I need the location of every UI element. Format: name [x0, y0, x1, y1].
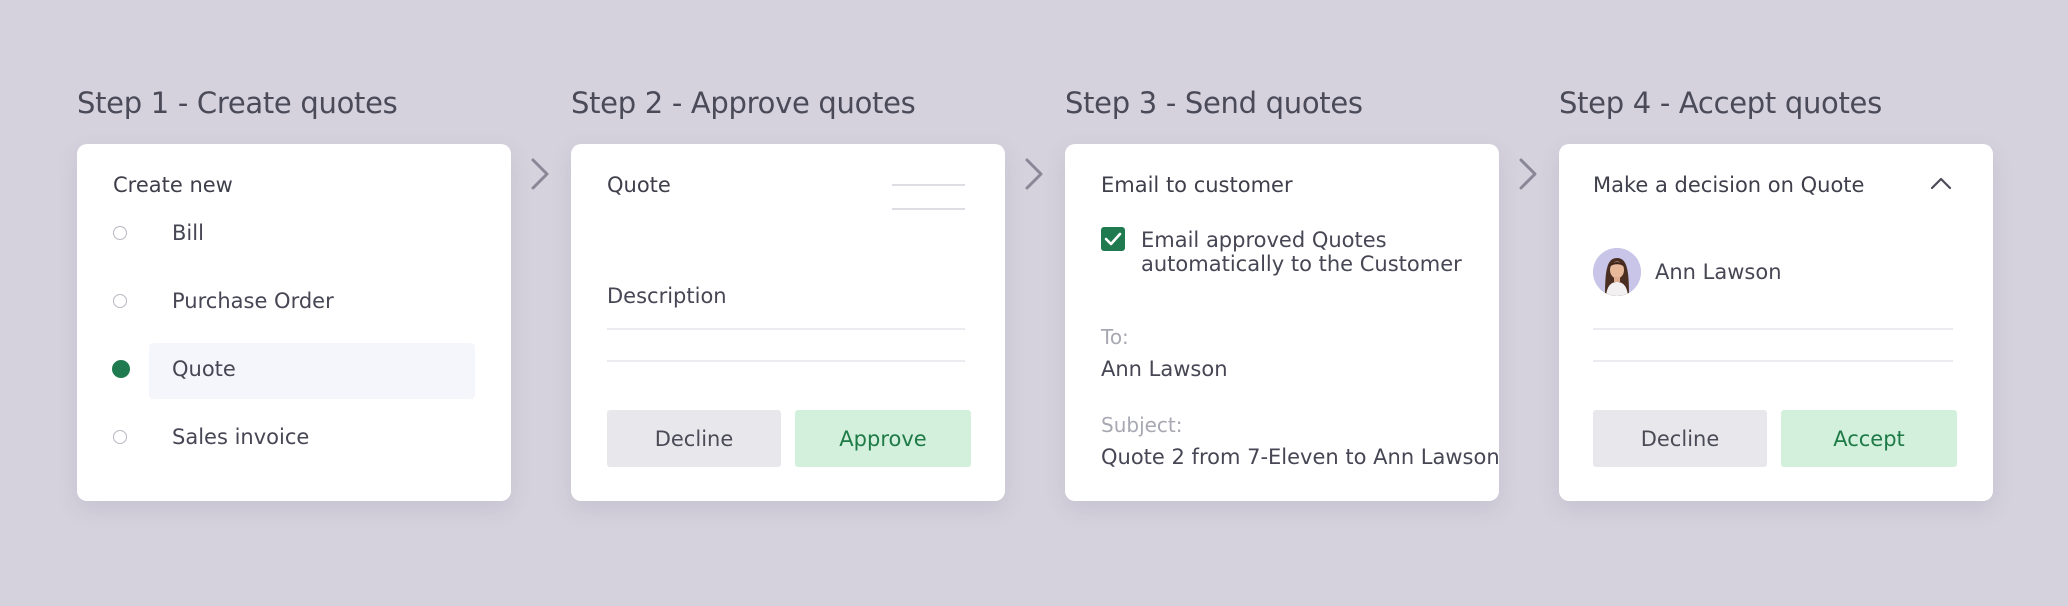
subject-value: Quote 2 from 7-Eleven to Ann Lawson — [1101, 445, 1500, 469]
quote-title: Quote — [607, 173, 671, 197]
auto-email-label: Email approved Quotes automatically to t… — [1141, 228, 1462, 276]
chevron-right-icon — [1019, 154, 1049, 194]
radio-button[interactable] — [113, 226, 127, 240]
send-quotes-card: Email to customer Email approved Quotes … — [1065, 144, 1500, 501]
decision-divider — [1593, 360, 1953, 362]
step-4-heading: Step 4 - Accept quotes — [1559, 86, 1882, 120]
person-name: Ann Lawson — [1655, 260, 1782, 284]
radio-option-quote[interactable]: Quote — [112, 343, 475, 399]
decision-title: Make a decision on Quote — [1593, 173, 1865, 197]
radio-label: Sales invoice — [172, 425, 310, 449]
radio-button[interactable] — [113, 430, 127, 444]
step-3-heading: Step 3 - Send quotes — [1065, 86, 1363, 120]
email-to-customer-title: Email to customer — [1101, 173, 1293, 197]
radio-label: Bill — [172, 221, 204, 245]
to-label: To: — [1101, 325, 1129, 349]
description-label: Description — [607, 284, 727, 308]
lines-icon — [892, 184, 965, 212]
accept-quotes-card: Make a decision on Quote Ann Lawson Decl… — [1559, 144, 1993, 501]
step-1-heading: Step 1 - Create quotes — [77, 86, 398, 120]
radio-option-purchase-order[interactable]: Purchase Order — [113, 275, 475, 331]
subject-label: Subject: — [1101, 413, 1183, 437]
decline-button[interactable]: Decline — [1593, 410, 1767, 467]
chevron-right-icon — [1513, 154, 1543, 194]
selected-row-highlight — [149, 343, 475, 399]
avatar — [1593, 248, 1641, 296]
create-new-title: Create new — [113, 173, 233, 197]
to-value: Ann Lawson — [1101, 357, 1228, 381]
radio-option-sales-invoice[interactable]: Sales invoice — [113, 411, 475, 467]
chevron-up-icon[interactable] — [1929, 174, 1953, 192]
auto-email-checkbox[interactable] — [1101, 227, 1125, 251]
accept-button[interactable]: Accept — [1781, 410, 1957, 467]
step-2-heading: Step 2 - Approve quotes — [571, 86, 916, 120]
radio-button-selected[interactable] — [112, 360, 130, 378]
decline-button[interactable]: Decline — [607, 410, 781, 467]
create-quotes-card: Create new Bill Purchase Order Quote Sal… — [77, 144, 511, 501]
chevron-right-icon — [525, 154, 555, 194]
radio-button[interactable] — [113, 294, 127, 308]
radio-option-bill[interactable]: Bill — [113, 207, 475, 263]
approve-button[interactable]: Approve — [795, 410, 971, 467]
description-divider — [607, 328, 965, 330]
checkmark-icon — [1104, 232, 1122, 246]
radio-label: Quote — [172, 357, 236, 381]
approve-quotes-card: Quote Description Decline Approve — [571, 144, 1005, 501]
radio-label: Purchase Order — [172, 289, 334, 313]
decision-divider — [1593, 328, 1953, 330]
description-divider — [607, 360, 965, 362]
